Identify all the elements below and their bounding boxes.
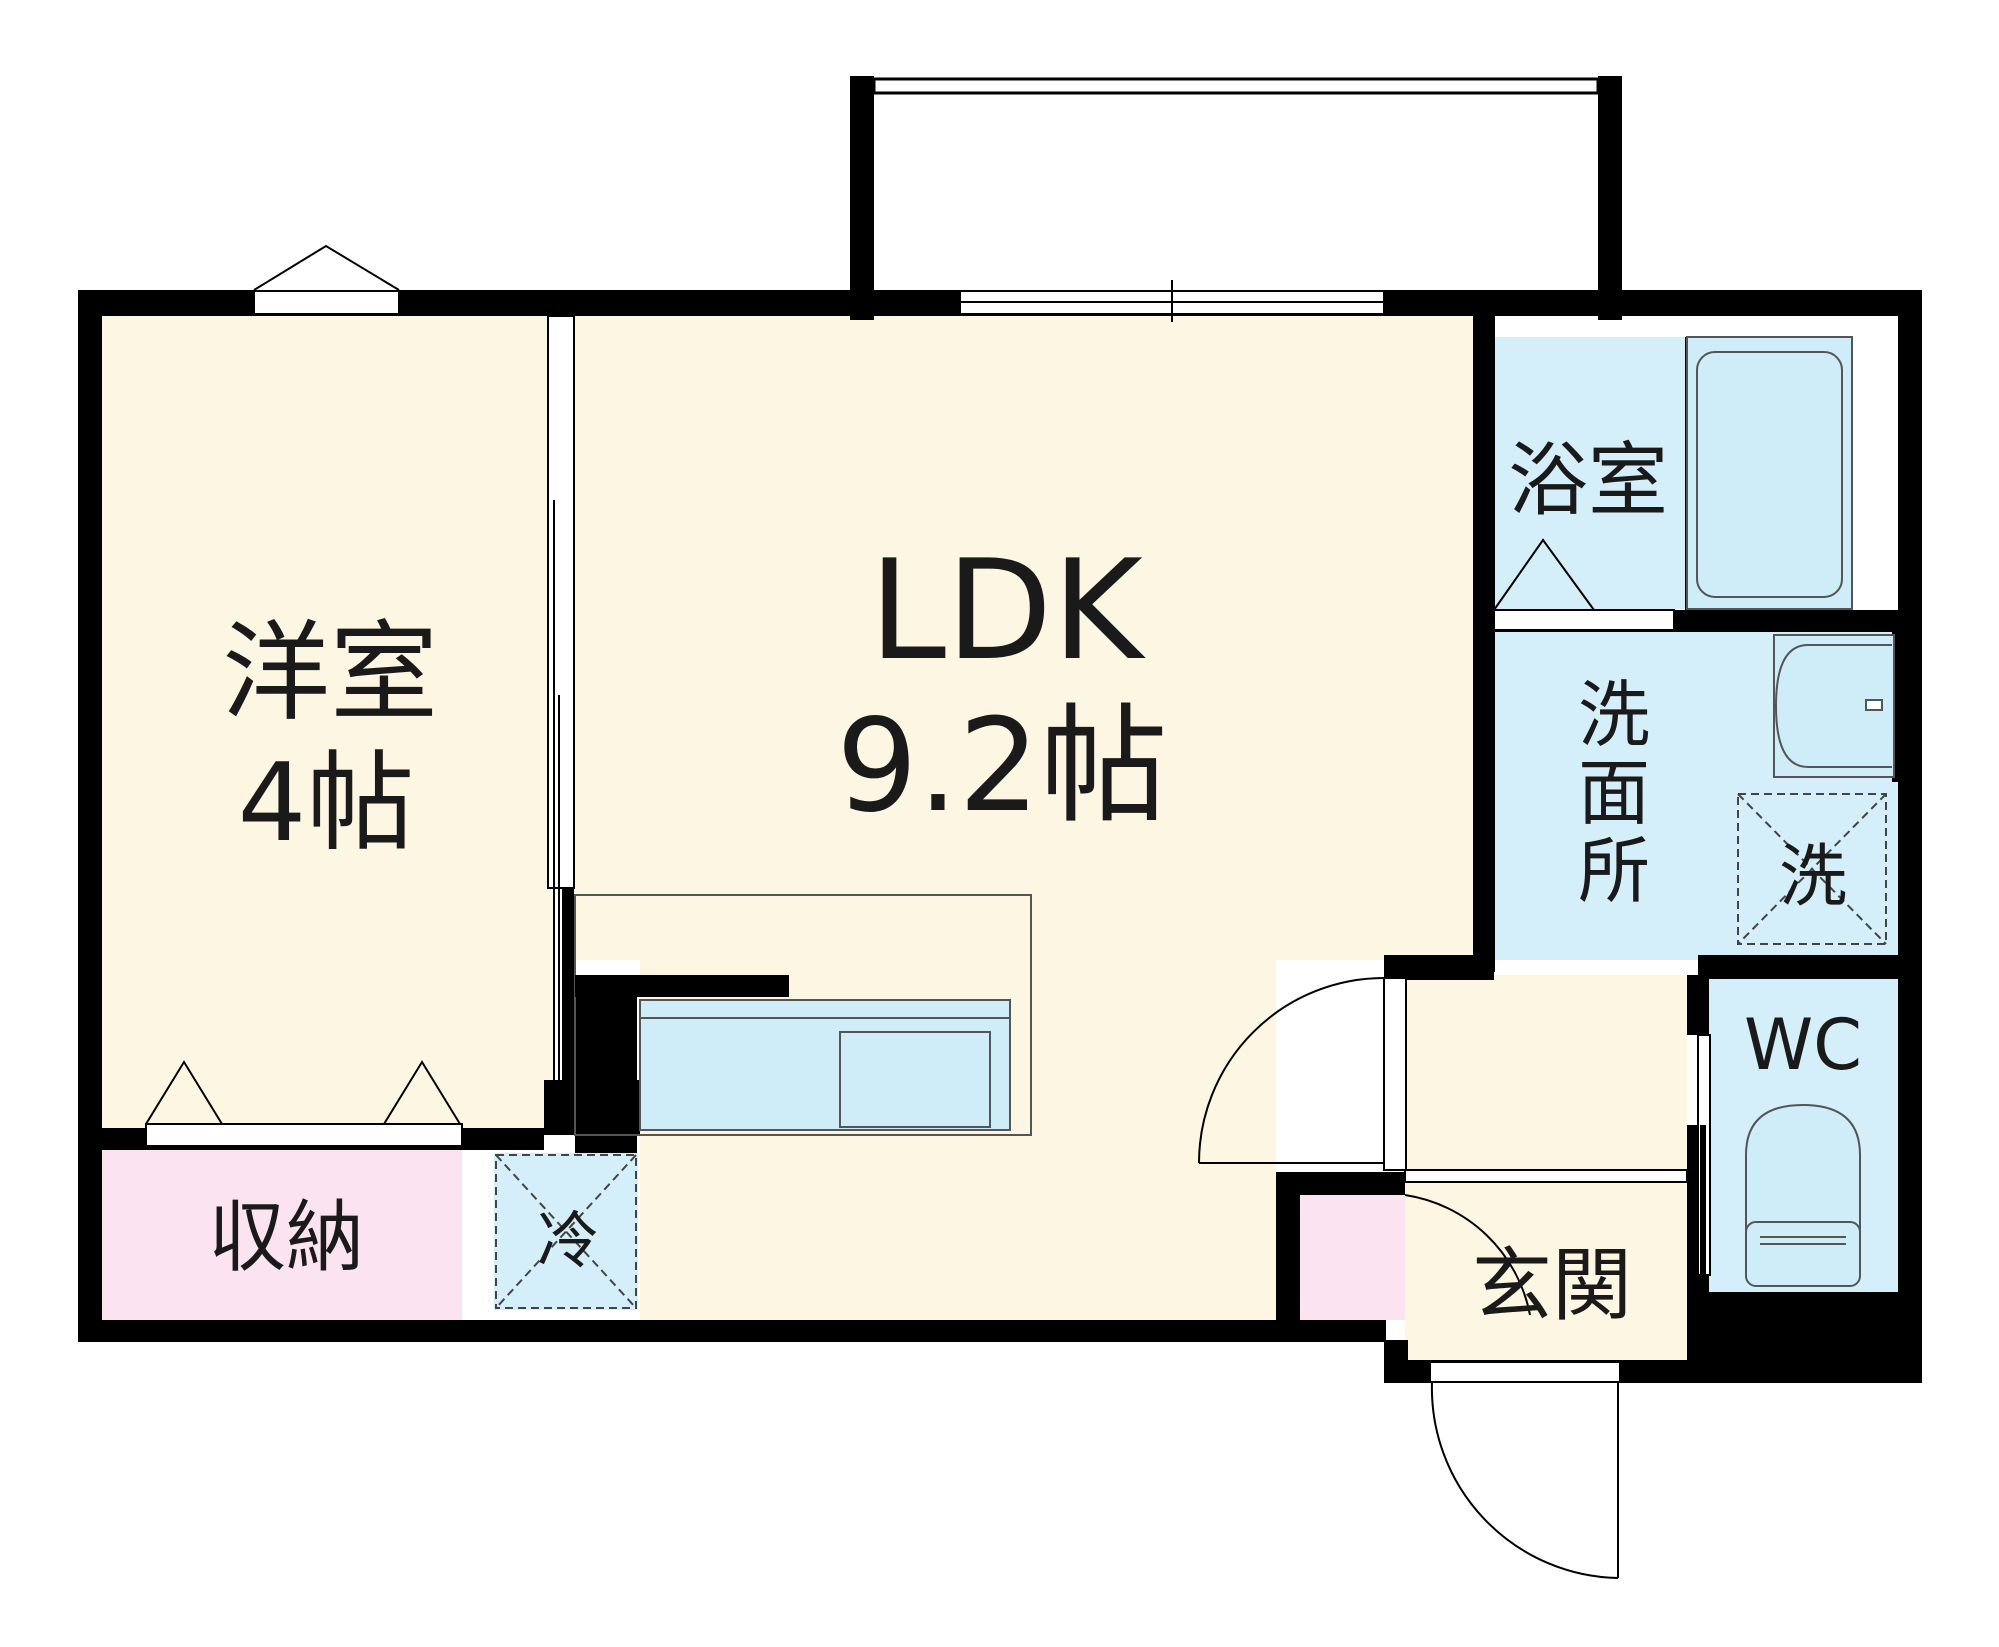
- bathtub: [1686, 336, 1853, 610]
- washroom-name-3: 所: [1578, 829, 1650, 913]
- sliding-partition: [547, 315, 575, 1088]
- toilet-fixture: [1745, 1103, 1861, 1287]
- ldk-door: [1198, 977, 1407, 1171]
- balcony: [850, 76, 1622, 320]
- window-ldk: [959, 280, 1385, 322]
- bathroom-name: 浴室: [1508, 434, 1668, 527]
- fridge-space-marking: [495, 1154, 637, 1309]
- entrance-door: [1429, 1361, 1621, 1579]
- western-room-size: 4帖: [238, 741, 415, 866]
- entrance-floor: [1405, 1178, 1687, 1360]
- fridge-label: 冷: [537, 1204, 599, 1277]
- shoe-cabinet: [1300, 1195, 1405, 1320]
- kitchen-counter: [574, 894, 1032, 1136]
- window-bathroom: [1493, 609, 1675, 631]
- washer-label: 洗: [1779, 838, 1847, 917]
- ldk-floor: [574, 315, 1473, 960]
- toilet-name: WC: [1744, 1004, 1862, 1086]
- western-room-floor: [102, 315, 554, 1130]
- western-room-name: 洋室: [222, 611, 438, 736]
- storage-doors: [145, 1060, 463, 1147]
- bathroom-door: [1493, 538, 1595, 611]
- window-western-room: [253, 244, 400, 315]
- toilet-door: [1697, 1034, 1711, 1276]
- storage-name: 収納: [208, 1193, 364, 1283]
- ldk-name: LDK: [869, 530, 1146, 691]
- hall-floor: [1405, 975, 1687, 1170]
- hall-step: [1404, 1169, 1688, 1316]
- ldk-size: 9.2帖: [836, 692, 1168, 841]
- wash-basin: [1773, 634, 1895, 778]
- washroom-name-1: 洗: [1578, 673, 1650, 757]
- storage-floor: [102, 1150, 462, 1320]
- washroom-name-2: 面: [1578, 751, 1650, 835]
- entrance-name: 玄関: [1472, 1239, 1632, 1332]
- washer-space-marking: [1737, 793, 1887, 945]
